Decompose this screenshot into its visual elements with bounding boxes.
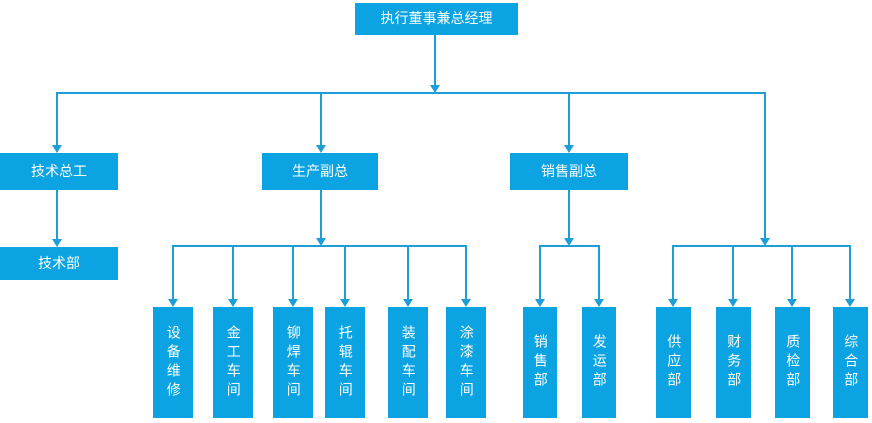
connector-main-bus	[56, 92, 766, 94]
connector-salesdept-drop	[539, 245, 541, 299]
node-shipping-dept: 发运部	[582, 307, 616, 418]
connector-production-bus-drop	[320, 190, 322, 238]
connector-assembly-drop	[407, 245, 409, 299]
connector-assembly-arrowhead	[403, 299, 413, 307]
connector-supply-arrowhead	[668, 299, 678, 307]
connector-sales-bus-arrowhead	[564, 238, 574, 246]
node-metalwork-shop: 金工车间	[213, 307, 253, 418]
connector-production-drop	[320, 92, 322, 145]
node-executive-director: 执行董事兼总经理	[355, 3, 518, 35]
connector-headquarters-drop	[764, 92, 766, 238]
connector-technology-arrowhead	[52, 145, 62, 153]
connector-equipment-drop	[172, 245, 174, 299]
connector-quality-drop	[791, 245, 793, 299]
node-sales-dept: 销售部	[523, 307, 557, 418]
connector-root-drop	[434, 35, 436, 86]
node-assembly-shop: 装配车间	[388, 307, 428, 418]
connector-general-drop	[849, 245, 851, 299]
node-supply-dept: 供应部	[656, 307, 691, 418]
connector-supply-drop	[672, 245, 674, 299]
node-finance-dept: 财务部	[716, 307, 751, 418]
node-painting-shop: 涂漆车间	[446, 307, 486, 418]
node-production-vp: 生产副总	[262, 153, 378, 190]
connector-finance-arrowhead	[728, 299, 738, 307]
connector-technology-drop	[56, 92, 58, 145]
node-equipment-maintenance: 设备维修	[153, 307, 193, 418]
node-general-dept: 综合部	[833, 307, 868, 418]
connector-metalwork-drop	[232, 245, 234, 299]
connector-shipping-drop	[598, 245, 600, 299]
connector-headquarters-bus	[672, 245, 851, 247]
node-rivet-weld-shop: 铆焊车间	[273, 307, 313, 418]
connector-painting-arrowhead	[461, 299, 471, 307]
connector-production-bus	[172, 245, 467, 247]
connector-production-arrowhead	[316, 145, 326, 153]
connector-equipment-arrowhead	[168, 299, 178, 307]
connector-root-arrowhead	[430, 85, 440, 93]
connector-finance-drop	[732, 245, 734, 299]
connector-rivetweld-arrowhead	[288, 299, 298, 307]
node-sales-vp: 销售副总	[510, 153, 628, 190]
connector-sales-bus-drop	[568, 190, 570, 238]
node-tech-chief: 技术总工	[0, 153, 118, 190]
connector-headquarters-arrowhead	[760, 238, 770, 246]
connector-metalwork-arrowhead	[228, 299, 238, 307]
connector-sales-drop	[568, 92, 570, 145]
connector-painting-drop	[465, 245, 467, 299]
connector-rivetweld-drop	[292, 245, 294, 299]
node-roller-shop: 托辊车间	[325, 307, 365, 418]
connector-sales-arrowhead	[564, 145, 574, 153]
node-tech-dept: 技术部	[0, 247, 118, 280]
connector-salesdept-arrowhead	[535, 299, 545, 307]
connector-production-bus-arrowhead	[316, 238, 326, 246]
connector-sales-bus	[539, 245, 600, 247]
connector-quality-arrowhead	[787, 299, 797, 307]
connector-techdept-drop	[56, 190, 58, 239]
connector-general-arrowhead	[845, 299, 855, 307]
node-quality-dept: 质检部	[775, 307, 810, 418]
connector-techdept-arrowhead	[52, 239, 62, 247]
connector-roller-arrowhead	[340, 299, 350, 307]
connector-roller-drop	[344, 245, 346, 299]
connector-shipping-arrowhead	[594, 299, 604, 307]
